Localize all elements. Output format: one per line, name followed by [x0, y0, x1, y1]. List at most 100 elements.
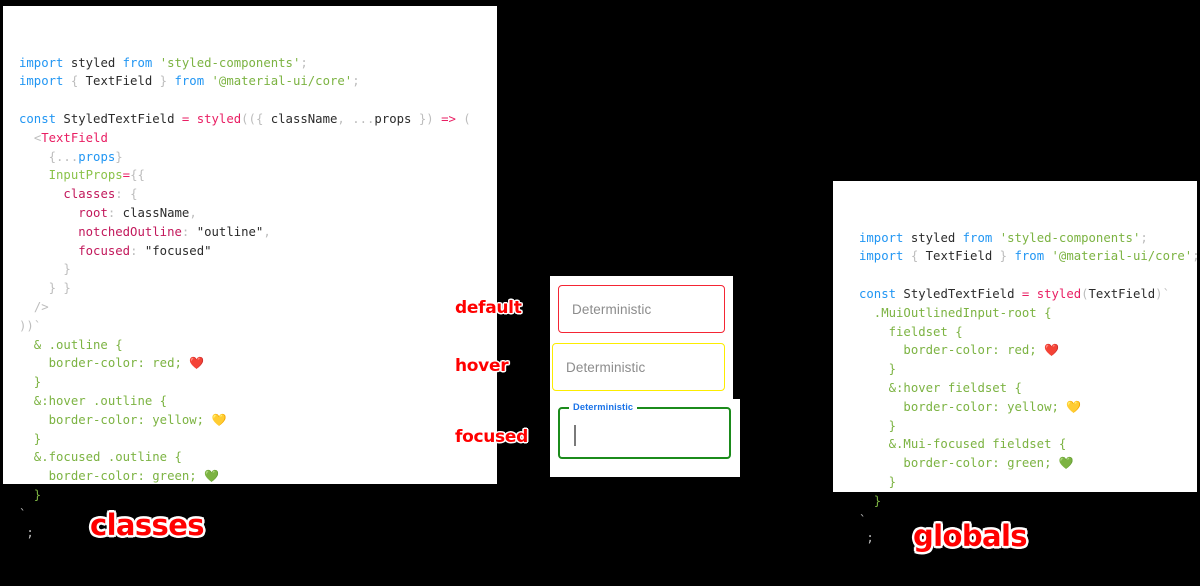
code-token — [19, 168, 49, 182]
code-line: fieldset { — [859, 323, 1197, 342]
code-token: props — [374, 111, 412, 126]
code-token: const — [19, 111, 57, 126]
code-token — [19, 262, 63, 276]
code-token: border-color: yellow; — [19, 412, 212, 427]
code-token: , — [189, 205, 197, 220]
textfield-focused[interactable]: Deterministic — [558, 402, 731, 459]
code-token — [123, 187, 130, 201]
code-token: (( — [241, 111, 256, 126]
code-line: classes: { — [19, 185, 497, 204]
code-token: 💚 — [1058, 456, 1074, 471]
code-token: ; — [859, 531, 874, 546]
code-token — [115, 206, 122, 220]
code-token — [189, 112, 196, 126]
code-token: ( — [463, 111, 471, 126]
code-token: { — [255, 111, 271, 126]
code-line: border-color: green; 💚 — [859, 454, 1197, 473]
code-token: ; — [19, 525, 34, 540]
code-token: border-color: yellow; — [859, 399, 1067, 414]
code-token: ) — [1155, 286, 1163, 301]
textfield-focused-label: Deterministic — [569, 402, 638, 413]
code-token — [19, 131, 34, 145]
code-token: {... — [48, 149, 79, 164]
code-token: styled — [70, 55, 116, 70]
code-token: styled — [196, 111, 242, 126]
code-token: ; — [1192, 249, 1200, 264]
code-line: /> — [19, 298, 497, 317]
code-token: ` — [1162, 286, 1170, 301]
code-token: { — [130, 187, 138, 202]
code-token: import — [859, 230, 904, 245]
code-block-globals: import styled from 'styled-components';i… — [859, 229, 1200, 549]
annotation-focused: focused — [455, 427, 528, 447]
annotation-hover: hover — [455, 356, 509, 376]
code-token — [19, 150, 49, 164]
code-line: border-color: red; ❤️ — [19, 354, 497, 373]
code-token: border-color: red; — [19, 356, 190, 371]
code-line: &:hover .outline { — [19, 392, 497, 411]
code-token: ❤️ — [189, 356, 205, 371]
code-token: ( — [1081, 286, 1089, 301]
code-token: } — [19, 431, 42, 446]
code-token: &:hover fieldset { — [859, 380, 1022, 395]
code-line: } — [19, 486, 497, 505]
code-line: } — [19, 430, 497, 449]
code-token: '@material-ui/core' — [211, 74, 353, 89]
code-token: => — [441, 111, 456, 126]
code-token: props — [78, 149, 116, 164]
code-token: ) — [426, 111, 434, 126]
code-token: } — [411, 111, 427, 126]
code-line: const StyledTextField = styled(TextField… — [859, 285, 1197, 304]
code-token: "outline" — [196, 224, 264, 239]
code-token — [137, 244, 144, 258]
code-line: } — [19, 260, 497, 279]
code-token: 💚 — [204, 469, 220, 484]
code-token: ... — [352, 111, 375, 126]
code-token: from — [962, 230, 993, 245]
code-token: } — [999, 249, 1008, 264]
code-token: fieldset { — [859, 324, 963, 339]
code-token: &.Mui-focused fieldset { — [859, 437, 1067, 452]
code-line: } — [859, 473, 1197, 492]
code-line: border-color: yellow; 💛 — [859, 398, 1197, 417]
code-token: root — [78, 205, 108, 220]
textfield-hover[interactable]: Deterministic — [552, 343, 725, 391]
code-token: border-color: red; — [859, 343, 1045, 358]
code-token: TextField — [918, 249, 1000, 264]
code-line: border-color: yellow; 💛 — [19, 411, 497, 430]
code-line: border-color: green; 💚 — [19, 467, 497, 486]
code-token — [19, 300, 34, 314]
code-token — [1044, 249, 1051, 263]
code-token — [992, 231, 999, 245]
code-line: &.Mui-focused fieldset { — [859, 435, 1197, 454]
code-token: StyledTextField — [56, 111, 182, 126]
code-line: } — [859, 360, 1197, 379]
code-token: const — [859, 286, 897, 301]
code-line — [859, 266, 1197, 285]
code-line: import styled from 'styled-components'; — [859, 229, 1197, 248]
code-token: } } — [48, 281, 71, 296]
code-token — [189, 225, 196, 239]
code-line: import styled from 'styled-components'; — [19, 54, 497, 73]
code-token: from — [174, 74, 205, 89]
code-token: 'styled-components' — [159, 55, 301, 70]
code-line: ` — [859, 511, 1197, 530]
code-token: )) — [19, 318, 34, 333]
code-line: root: className, — [19, 204, 497, 223]
textfield-default[interactable]: Deterministic — [558, 285, 725, 333]
code-line: border-color: red; ❤️ — [859, 341, 1197, 360]
code-token: ` — [19, 506, 27, 521]
code-line: & .outline { — [19, 336, 497, 355]
annotation-default: default — [455, 298, 522, 318]
code-token: ` — [33, 318, 42, 333]
code-token: .MuiOutlinedInput-root { — [859, 305, 1052, 320]
code-token: from — [122, 55, 153, 70]
code-token: TextField — [1088, 286, 1156, 301]
code-line: const StyledTextField = styled(({ classN… — [19, 110, 497, 129]
code-line: import { TextField } from '@material-ui/… — [859, 247, 1200, 266]
code-token: , — [337, 111, 353, 126]
code-token: classes — [63, 187, 116, 202]
code-token — [19, 281, 49, 295]
code-token: < — [33, 130, 42, 145]
code-token: } — [63, 262, 71, 277]
